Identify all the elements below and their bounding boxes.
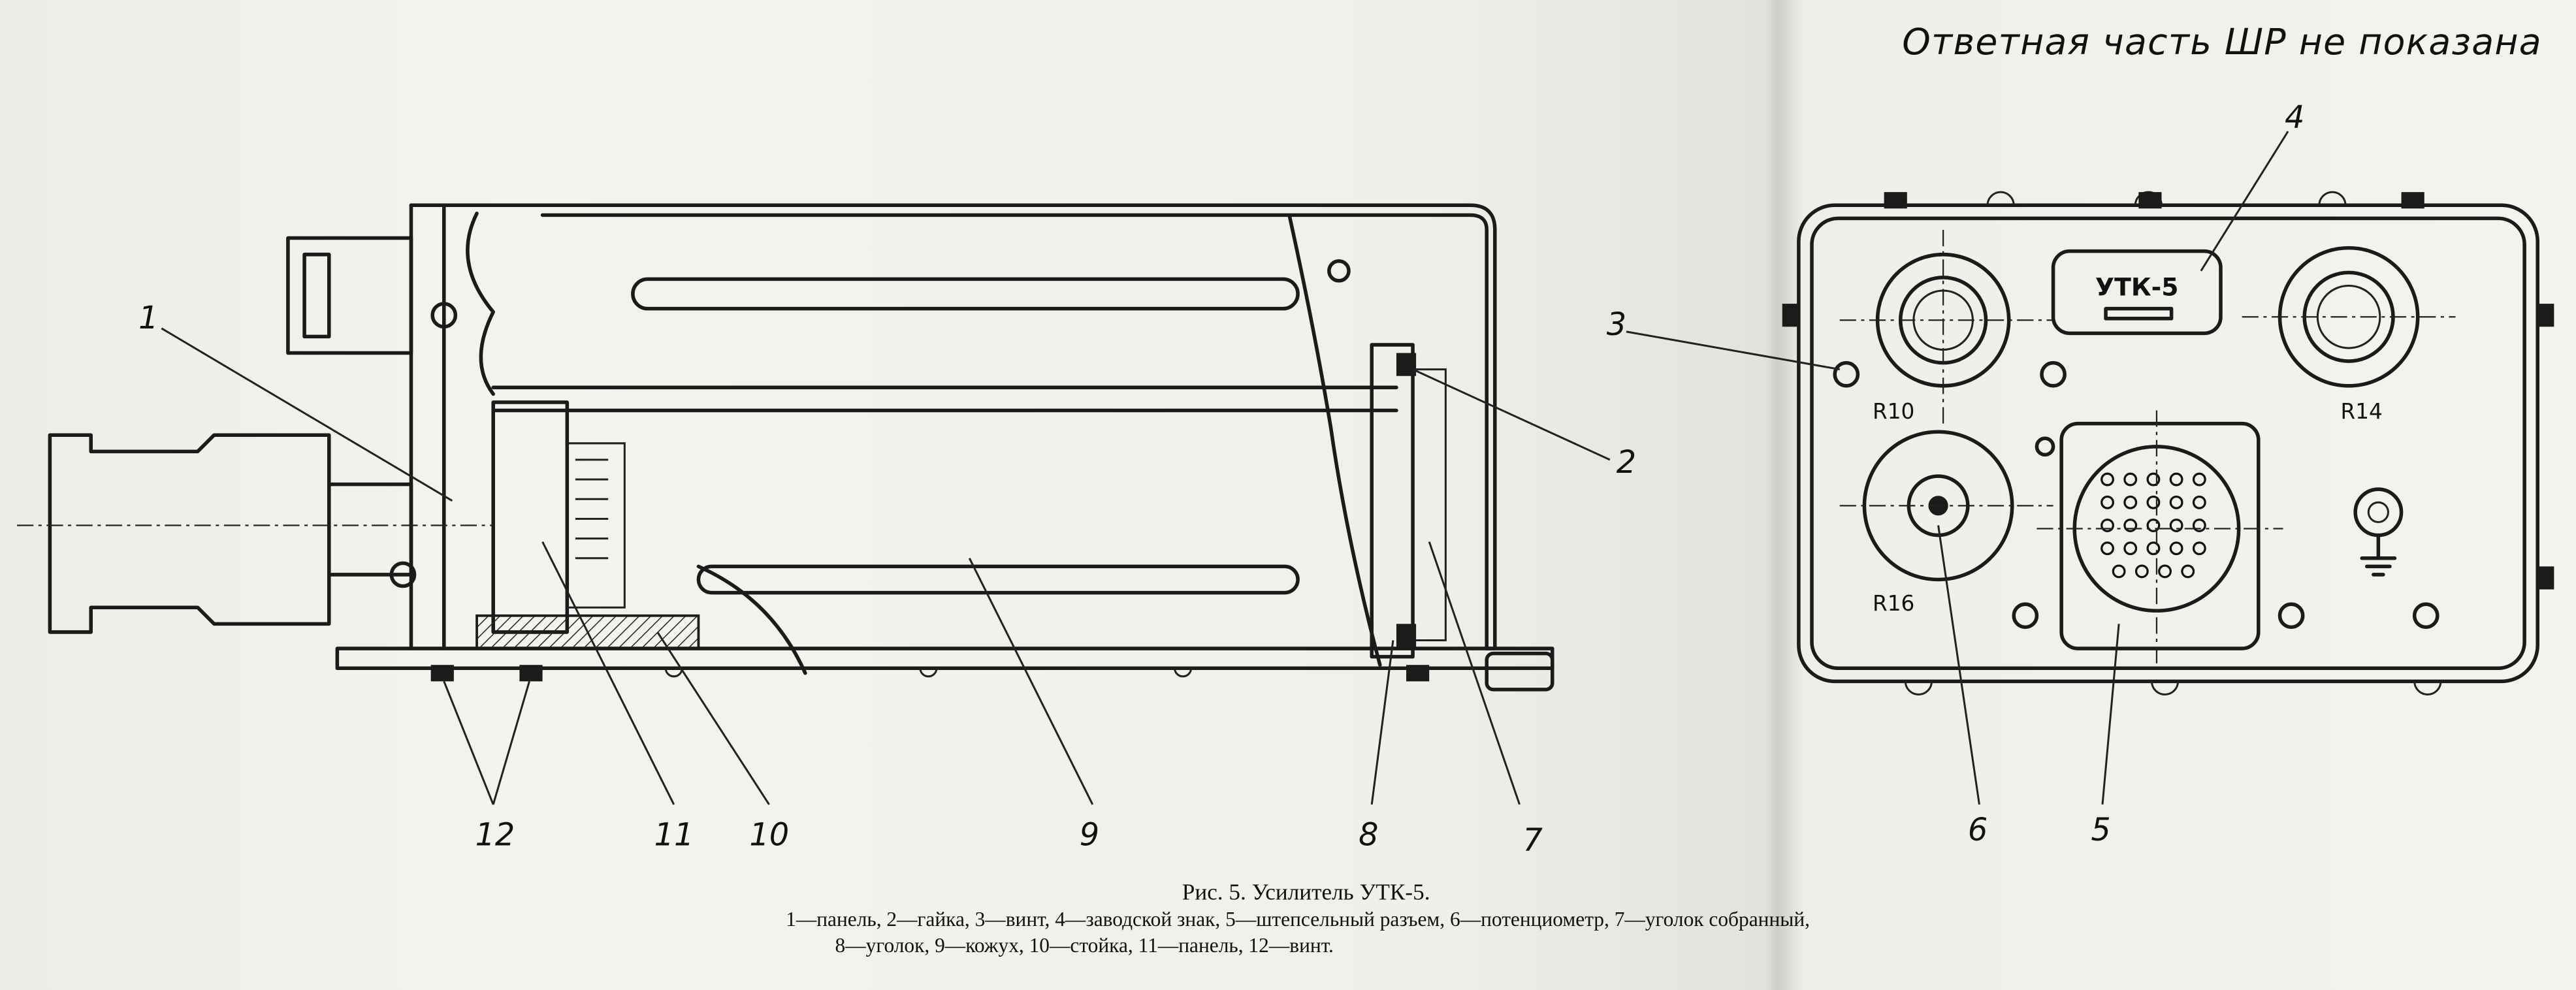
handwritten-note: Ответная часть ШР не показана [1902, 22, 2542, 63]
screws [1833, 360, 2439, 630]
front-leader-lines [1626, 131, 2289, 805]
plug-connector [2059, 421, 2261, 650]
factory-plate [2051, 249, 2223, 336]
standoff [475, 614, 700, 650]
leader-lines [161, 327, 1611, 805]
label-r14: R14 [2341, 399, 2383, 424]
callout-1: 1 [138, 300, 158, 336]
callout-3: 3 [1607, 307, 1626, 343]
ground-terminal [2353, 487, 2404, 577]
side-view [17, 203, 1611, 805]
legend-line-1: 1—панель, 2—гайка, 3—винт, 4—заводской з… [786, 908, 1810, 931]
plate-text: УТК-5 [2095, 273, 2179, 302]
terminal-strip [575, 458, 609, 560]
left-connector [17, 236, 494, 634]
front-view: УТК-5 R10 R14 R16 [1626, 131, 2554, 805]
upper-slot [631, 277, 1300, 311]
lower-slot [696, 564, 1300, 595]
front-panel [1797, 203, 2539, 684]
callout-11: 11 [654, 818, 694, 854]
label-r10: R10 [1873, 399, 1914, 424]
callout-12: 12 [475, 818, 515, 854]
callout-numbers: 1 2 3 4 5 6 7 8 9 10 11 12 [138, 100, 2304, 858]
callout-10: 10 [749, 818, 789, 854]
callout-5: 5 [2091, 812, 2110, 848]
figure-title: Рис. 5. Усилитель УТК-5. [1182, 880, 1430, 905]
cutaway-edge [1287, 215, 1382, 667]
callout-4: 4 [2285, 100, 2304, 136]
callout-7: 7 [1523, 822, 1543, 858]
label-r16: R16 [1873, 591, 1914, 616]
legend-line-2: 8—уголок, 9—кожух, 10—стойка, 11—панель,… [835, 934, 1334, 957]
connector-pins [2101, 472, 2206, 579]
callout-2: 2 [1617, 445, 1636, 481]
callout-6: 6 [1968, 812, 1988, 848]
callout-8: 8 [1359, 818, 1378, 854]
callout-9: 9 [1080, 818, 1099, 854]
